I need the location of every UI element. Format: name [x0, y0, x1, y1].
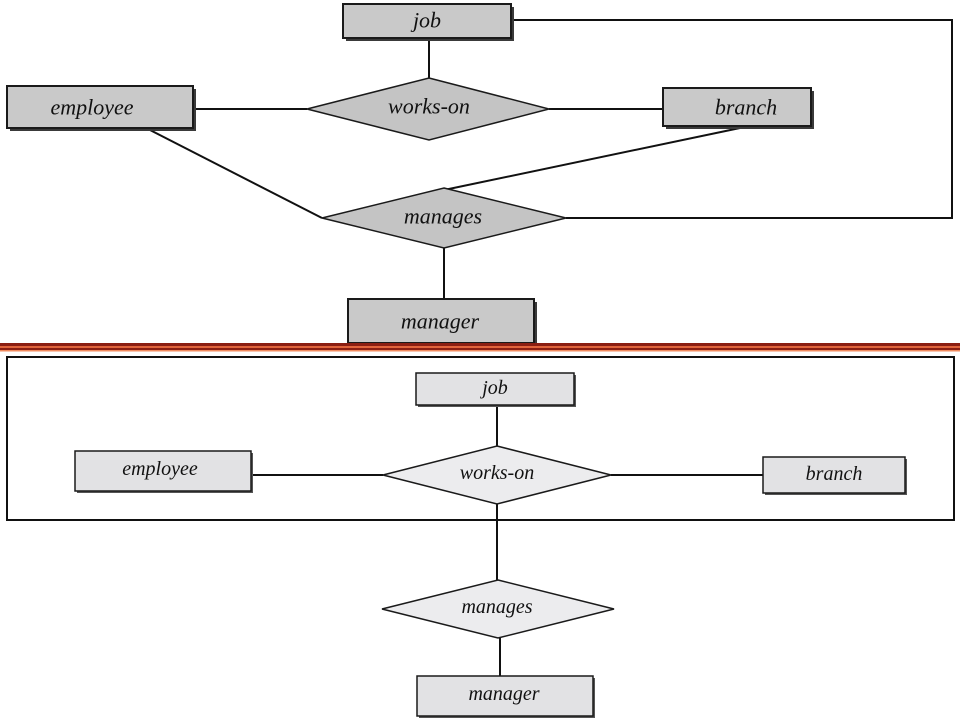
bottom-entity-job-label: job [479, 377, 508, 399]
bottom-entity-branch: branch [762, 456, 907, 495]
bottom-relationship-works-on: works-on [382, 445, 612, 505]
bottom-entity-employee-label: employee [122, 458, 198, 480]
top-line-employee-manages [149, 129, 323, 219]
bottom-entity-employee: employee [74, 450, 253, 493]
section-separator [0, 343, 960, 352]
top-entity-manager-label: manager [401, 309, 480, 334]
aggregation-box [6, 356, 955, 521]
top-entity-job-label: job [410, 8, 441, 33]
top-line-job-manages [511, 19, 953, 219]
top-entity-branch-label: branch [715, 95, 777, 120]
bottom-entity-manager-label: manager [468, 683, 539, 705]
top-entity-manager: manager [347, 298, 537, 346]
bottom-entity-branch-label: branch [806, 463, 863, 485]
top-line-branch-manages [443, 127, 741, 191]
top-entity-branch: branch [662, 87, 814, 129]
top-relationship-works-on-label: works-on [388, 94, 470, 119]
bottom-relationship-manages-label: manages [461, 596, 532, 618]
bottom-relationship-works-on-label: works-on [460, 462, 534, 484]
bottom-relationship-manages: manages [381, 579, 615, 639]
top-entity-employee-label: employee [50, 95, 133, 120]
top-relationship-manages: manages [321, 187, 567, 249]
top-relationship-manages-label: manages [404, 204, 482, 229]
top-relationship-works-on: works-on [306, 77, 552, 141]
bottom-er-diagram: job employee works-on branch manages [6, 356, 955, 718]
top-entity-job: job [342, 3, 514, 41]
bottom-entity-manager: manager [416, 675, 595, 718]
top-er-diagram: job employee works-on branch manages [6, 3, 953, 346]
bottom-entity-job: job [415, 372, 576, 407]
top-entity-employee: employee [6, 85, 196, 131]
